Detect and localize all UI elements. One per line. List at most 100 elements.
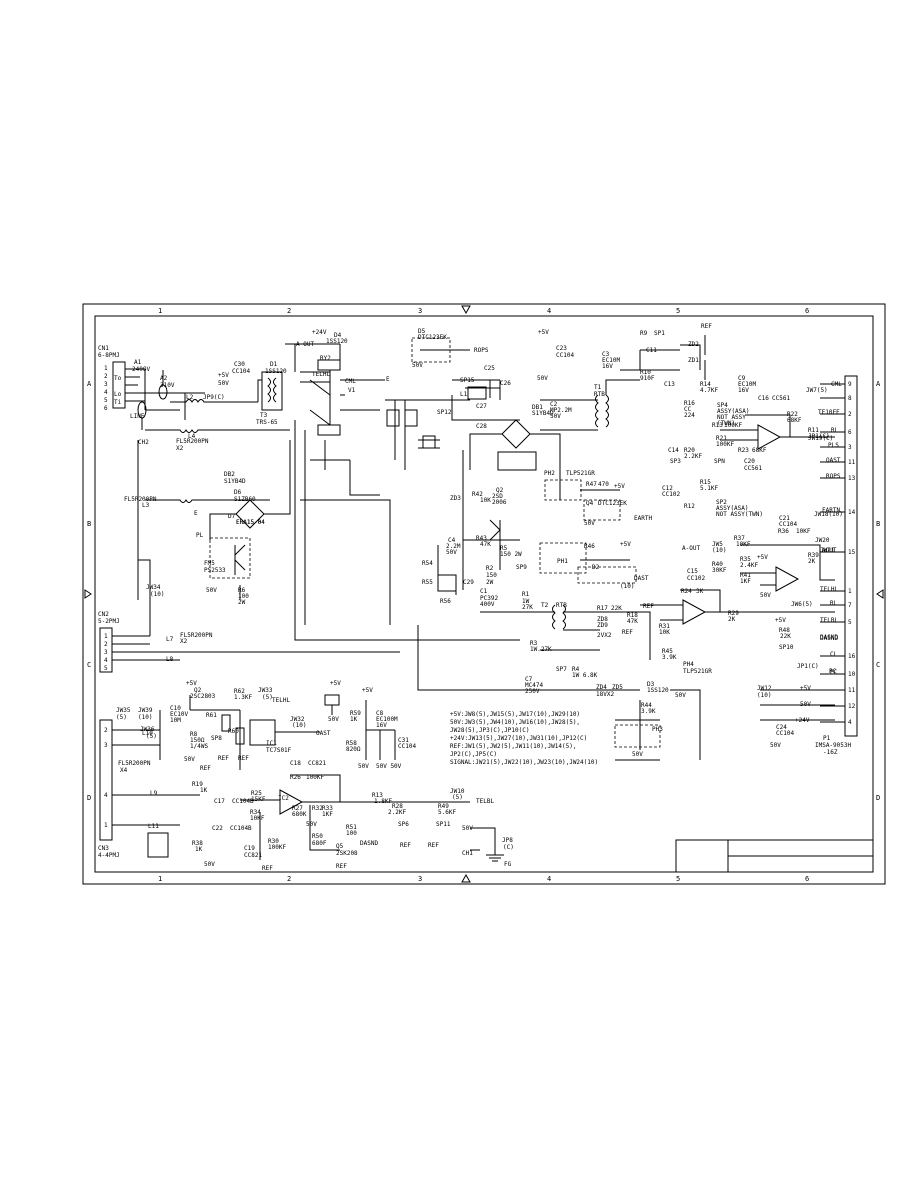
component-label-r24v: 3K <box>696 588 704 595</box>
component-label-sp11: SP11 <box>436 821 451 828</box>
component-label-v5h: +5V <box>186 680 197 687</box>
component-label-p1pin_aout: AOUT <box>822 547 837 554</box>
component-label-jw33: JW33 <box>258 687 273 694</box>
component-label-sp4b: NOT ASSY <box>717 414 746 421</box>
component-label-v5i: +5V <box>330 680 341 687</box>
component-label-r25: R25 <box>251 790 262 797</box>
power-note-line: +5V:JW8(5),JW15(5),JW17(10),JW29(10) <box>450 711 580 718</box>
component-label-r14: R14 <box>700 381 711 388</box>
component-label-c20v: CC561 <box>744 465 762 472</box>
component-label-jw19: JW19(C) <box>808 435 833 442</box>
p1-pin-number: 15 <box>848 549 856 556</box>
component-label-r27v: 680K <box>292 811 307 818</box>
component-label-c23v: CC104 <box>556 352 574 359</box>
bottom-index-marker <box>461 873 471 883</box>
cn1-pin: 2 <box>104 373 108 380</box>
component-label-jw5: JW5 <box>712 541 723 548</box>
component-label-d6w: ERA15-04 <box>236 519 265 526</box>
component-label-r8v: 150Ω <box>190 737 205 744</box>
component-label-c1w: 400V <box>480 601 495 608</box>
component-label-c18: C18 <box>290 760 301 767</box>
component-label-r44v: 3.9K <box>641 708 656 715</box>
component-label-c30: C30 <box>234 361 245 368</box>
component-label-c20: C20 <box>744 458 755 465</box>
component-label-r40: R40 <box>712 561 723 568</box>
component-label-v50l: 50V <box>328 716 339 723</box>
component-label-c9w: 16V <box>738 387 749 394</box>
component-label-r18v: 47K <box>627 618 638 625</box>
component-label-t2v: RTB <box>556 602 567 609</box>
component-label-jw12: JW12 <box>757 685 772 692</box>
component-label-sref: REF <box>622 629 633 636</box>
component-label-c23: C23 <box>556 345 567 352</box>
cn1-pin-label: Ti <box>114 399 122 406</box>
component-label-r28v: 2.2KF <box>388 809 406 816</box>
component-label-jw4: (10) <box>620 583 634 590</box>
component-label-dast: DAST <box>634 575 649 582</box>
component-label-v50m: 50V <box>358 763 369 770</box>
component-label-c16: C16 <box>758 395 769 402</box>
component-label-r31v: 10K <box>659 629 670 636</box>
component-label-e1: E <box>386 376 390 383</box>
cn1-pin: 1 <box>104 365 108 372</box>
cn1-name: CN1 <box>98 345 109 352</box>
power-note-line: +24V:JW13(5),JW27(10),JW31(10),JP12(C) <box>450 735 587 742</box>
component-label-r17: R17 <box>597 605 608 612</box>
component-label-p1pin_cl: CL <box>830 651 838 658</box>
cn3-type: 4-4PMJ <box>98 852 120 859</box>
component-label-x2b: X2 <box>180 638 188 645</box>
component-label-r61: R61 <box>206 712 217 719</box>
component-label-fm5v: PS2533 <box>204 567 226 574</box>
component-label-ic1: IC1 <box>266 740 277 747</box>
component-label-c19: C19 <box>244 845 255 852</box>
component-label-fl3: FL5R200PN <box>124 496 157 503</box>
component-label-r1: R1 <box>522 591 530 598</box>
component-label-r23: R23 <box>738 447 749 454</box>
cn2-pin: 3 <box>104 649 108 656</box>
component-label-v50g: 50V <box>800 701 811 708</box>
component-label-l2: L2 <box>186 394 194 401</box>
cn1-pin-label: Lo <box>114 391 122 398</box>
component-label-c25: C25 <box>484 365 495 372</box>
p1-pin-number: 16 <box>848 653 856 660</box>
component-label-r16: R16 <box>684 400 695 407</box>
component-label-l3: L3 <box>142 502 150 509</box>
component-label-v5g: +5V <box>620 541 631 548</box>
component-label-d1v: 1SS120 <box>265 368 287 375</box>
component-label-sp12: SP12 <box>437 409 452 416</box>
cn2-pin: 4 <box>104 657 108 664</box>
component-label-r8w: 1/4WS <box>190 743 208 750</box>
component-label-r14v: 4.7KF <box>700 387 718 394</box>
component-label-c4w: 50V <box>446 549 457 556</box>
component-label-d3b: D2 <box>592 564 600 571</box>
component-label-jw21: JW21 <box>820 547 835 554</box>
component-label-r19: R19 <box>192 781 203 788</box>
column-marker-top: 1 <box>158 307 162 315</box>
component-label-v50q: 50V <box>462 825 473 832</box>
component-label-r29v: 2K <box>728 616 736 623</box>
component-label-r13: R13 <box>712 422 723 429</box>
component-label-r26: R26 <box>290 774 301 781</box>
component-label-c1v: PC392 <box>480 595 498 602</box>
power-note-line: REF:JW1(5),JW2(5),JW11(10),JW14(5), <box>450 743 576 750</box>
component-label-d6: D6 <box>234 489 242 496</box>
component-label-aout1: A-OUT <box>296 341 314 348</box>
component-label-sp4a: ASSY(ASA) <box>717 408 750 415</box>
component-label-r27: R27 <box>292 805 303 812</box>
component-label-dasnd2: DASND <box>360 840 378 847</box>
component-label-jw39v: (10) <box>138 714 152 721</box>
component-label-fl4: FL5R200PN <box>176 438 209 445</box>
component-label-pl: PL <box>196 532 204 539</box>
row-marker-left: A <box>87 380 92 388</box>
component-label-v5d: +5V <box>775 617 786 624</box>
component-label-c26: C26 <box>500 380 511 387</box>
component-label-v5e: +5V <box>800 685 811 692</box>
component-label-q2v: 2SC2803 <box>190 693 216 700</box>
cn1-pin: 4 <box>104 389 108 396</box>
power-note-line: SIGNAL:JW21(5),JW22(10),JW23(10),JW24(10… <box>450 759 598 766</box>
p1-pin-number: 8 <box>848 395 852 402</box>
component-label-r6v: 100 <box>238 593 249 600</box>
right-index-marker <box>876 589 884 599</box>
component-label-jw32v: (10) <box>292 722 306 729</box>
component-label-r20v: 2.2KF <box>684 453 702 460</box>
